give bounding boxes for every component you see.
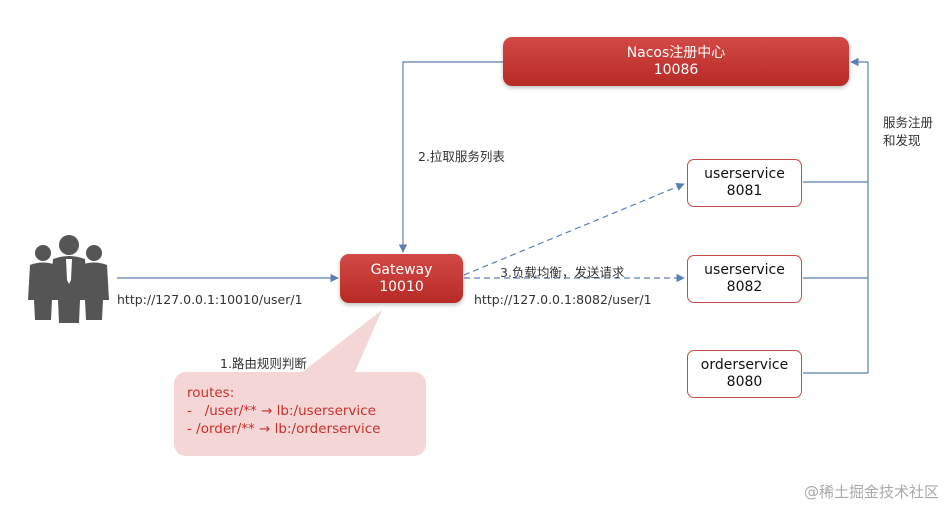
service-name: userservice <box>704 262 785 278</box>
client-url-label: http://127.0.0.1:10010/user/1 <box>117 292 303 307</box>
userservice-8082-node: userservice 8082 <box>687 255 802 303</box>
route-judge-label: 1.路由规则判断 <box>220 356 307 371</box>
callout-pointer <box>300 310 382 374</box>
userservice-8081-node: userservice 8081 <box>687 159 802 207</box>
service-port: 8081 <box>726 183 763 199</box>
pull-label: 2.拉取服务列表 <box>418 149 505 164</box>
target-url-label: http://127.0.0.1:8082/user/1 <box>474 292 652 307</box>
nacos-title: Nacos注册中心 <box>626 44 726 61</box>
users-icon <box>28 235 109 323</box>
nacos-node: Nacos注册中心 10086 <box>503 37 849 86</box>
route-user: - /user/** → lb:/userservice <box>187 403 376 419</box>
pull-arrow <box>398 61 504 253</box>
nacos-port: 10086 <box>653 61 699 78</box>
gateway-title: Gateway <box>370 261 433 278</box>
register-label-1: 服务注册 <box>883 115 934 130</box>
register-label-2: 和发现 <box>883 133 921 148</box>
lb-label: 3.负载均衡，发送请求 <box>500 265 625 280</box>
service-port: 8080 <box>726 374 763 390</box>
routes-callout: routes: - /user/** → lb:/userservice - /… <box>174 372 426 456</box>
service-name: userservice <box>704 166 785 182</box>
watermark: @稀土掘金技术社区 <box>803 483 939 501</box>
orderservice-8080-node: orderservice 8080 <box>687 350 802 398</box>
route-order: - /order/** → lb:/orderservice <box>187 421 381 437</box>
gateway-port: 10010 <box>379 278 424 295</box>
routes-header: routes: <box>187 385 235 401</box>
service-name: orderservice <box>700 357 789 373</box>
gateway-node: Gateway 10010 <box>340 254 463 303</box>
service-port: 8082 <box>726 279 763 295</box>
